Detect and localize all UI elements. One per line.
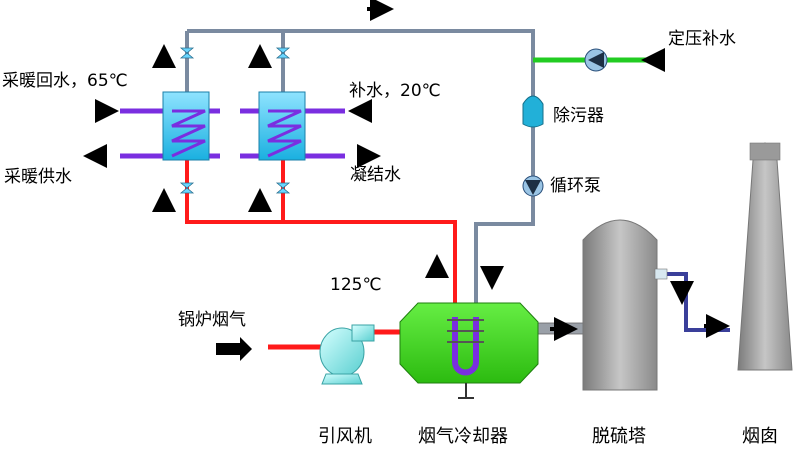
label-circulation-pump: 循环泵: [550, 176, 601, 196]
hot-water-pipe: [185, 160, 457, 317]
label-induced-draft-fan: 引风机: [318, 426, 372, 447]
circulation-pump-icon: [522, 175, 544, 197]
induced-draft-fan: [319, 324, 375, 385]
makeup-pump-icon: [584, 48, 608, 72]
label-decontaminator: 除污器: [553, 106, 604, 126]
label-flue-gas-cooler: 烟气冷却器: [418, 426, 508, 447]
label-constant-pressure-makeup: 定压补水: [668, 29, 736, 49]
desulfurization-tower: [582, 219, 730, 391]
label-flue-temp: 125℃: [330, 275, 382, 295]
label-boiler-flue-gas: 锅炉烟气: [178, 310, 246, 330]
heat-exchanger-2: [240, 91, 345, 161]
big-arrow-right-icon: [216, 337, 252, 361]
label-condensate: 凝结水: [350, 165, 401, 185]
valve-icon: [179, 47, 291, 194]
label-chimney: 烟囱: [742, 426, 778, 447]
label-makeup-water: 补水，20℃: [349, 81, 441, 101]
decontaminator-icon: [522, 95, 544, 128]
label-desulfurization-tower: 脱硫塔: [592, 426, 646, 447]
chimney: [737, 142, 793, 371]
flue-gas-cooler: [399, 302, 539, 399]
label-heating-return: 采暖回水，65℃: [2, 71, 128, 91]
return-pipe-network: [185, 29, 535, 317]
label-heating-supply: 采暖供水: [4, 167, 72, 187]
heat-exchanger-1: [120, 91, 220, 161]
flow-arrows: [83, 0, 730, 341]
